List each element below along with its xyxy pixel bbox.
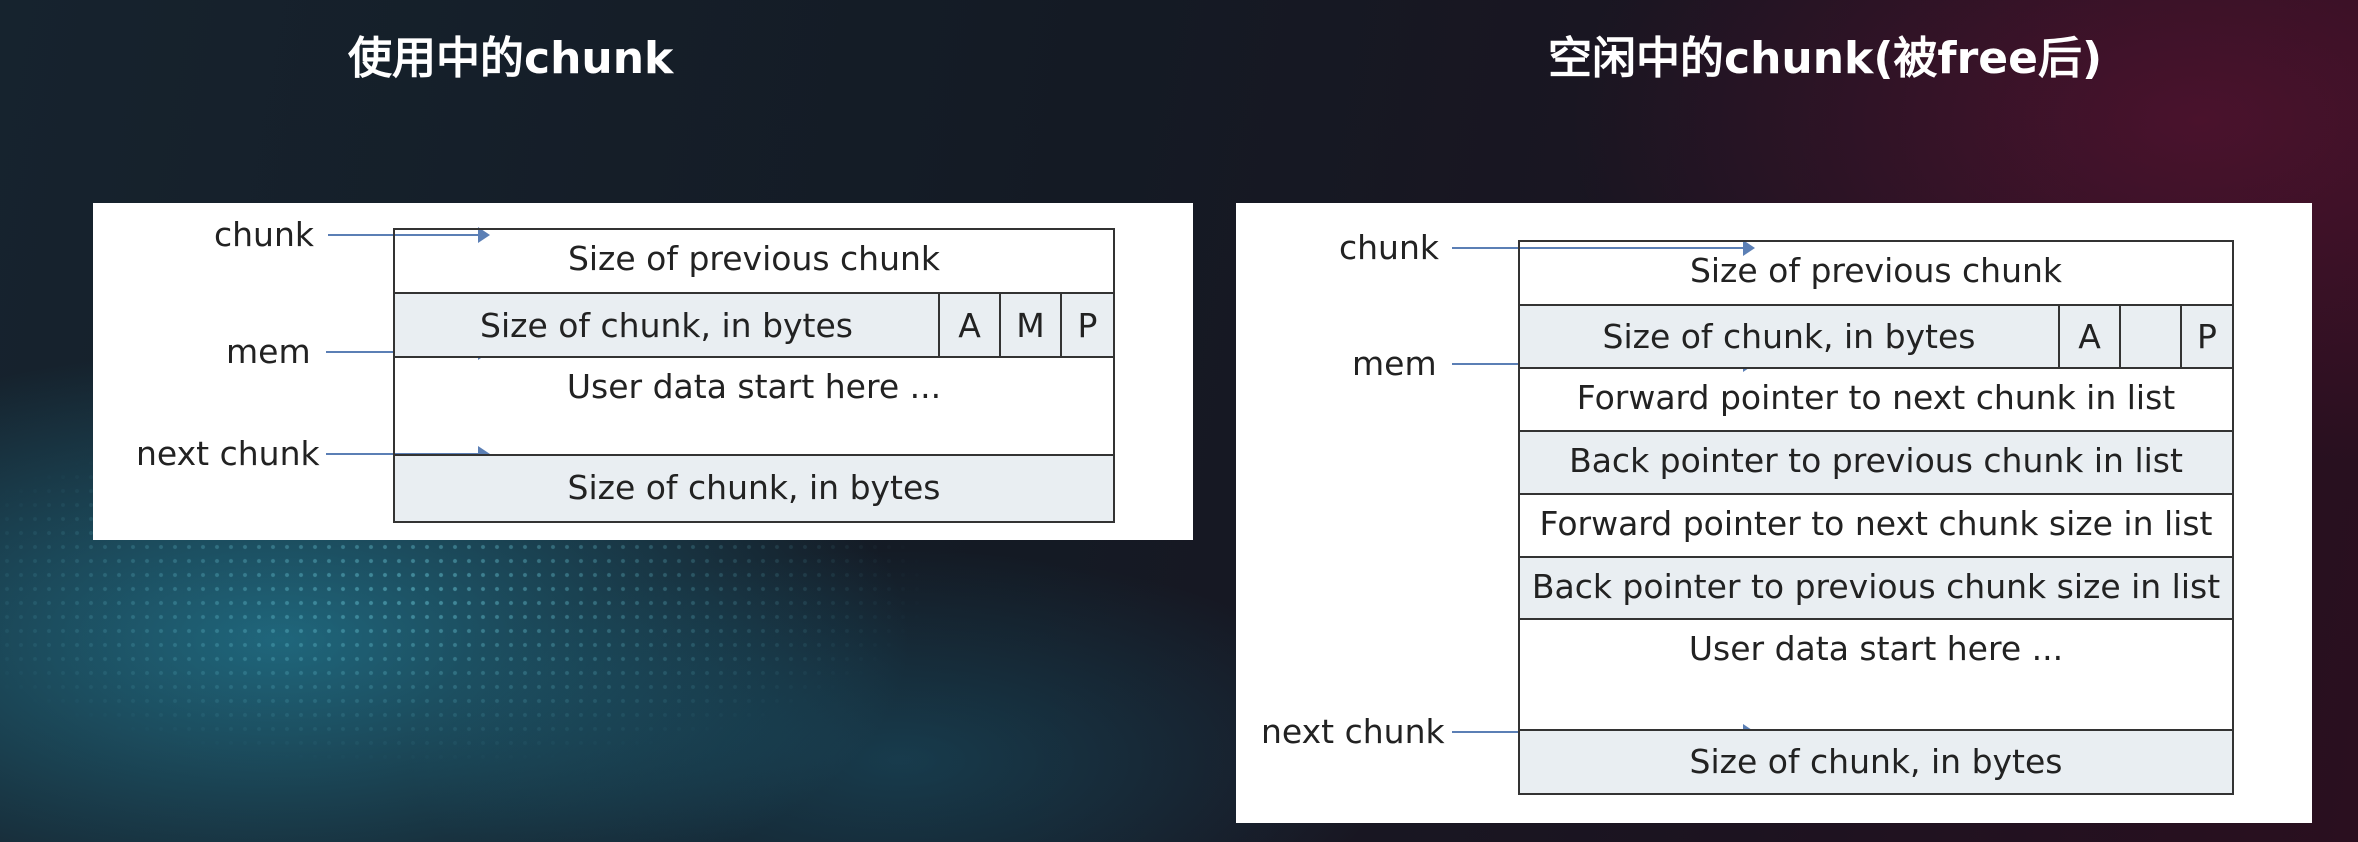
chunk-structure: Size of previous chunk Size of chunk, in… bbox=[1518, 240, 2234, 795]
chunk-structure: Size of previous chunk Size of chunk, in… bbox=[393, 228, 1115, 523]
flag-empty-cell bbox=[2119, 306, 2180, 367]
in-use-chunk-diagram: chunk mem next chunk Size of previous ch… bbox=[93, 203, 1193, 540]
flag-a-cell: A bbox=[938, 294, 999, 356]
size-cell: Size of chunk, in bytes bbox=[1602, 317, 1976, 356]
user-data-row: User data start here ... bbox=[1520, 620, 2232, 731]
bk-nextsize-text: Back pointer to previous chunk size in l… bbox=[1531, 567, 2221, 606]
flag-a-cell: A bbox=[2058, 306, 2119, 367]
user-data-text: User data start here ... bbox=[1688, 629, 2064, 668]
chunk-pointer-label: chunk bbox=[1339, 228, 1439, 267]
flag-m-cell: M bbox=[999, 294, 1060, 356]
mem-pointer-label: mem bbox=[226, 332, 311, 371]
user-data-row: User data start here ... bbox=[395, 358, 1113, 456]
fd-row: Forward pointer to next chunk in list bbox=[1520, 369, 2232, 432]
prev-size-row: Size of previous chunk bbox=[395, 230, 1113, 294]
free-chunk-title: 空闲中的chunk(被free后) bbox=[1548, 33, 2103, 84]
next-chunk-pointer-label: next chunk bbox=[136, 434, 320, 473]
prev-size-text: Size of previous chunk bbox=[1689, 251, 2063, 290]
mem-pointer-label: mem bbox=[1352, 344, 1437, 383]
chunk-pointer-label: chunk bbox=[214, 215, 314, 254]
prev-size-row: Size of previous chunk bbox=[1520, 242, 2232, 306]
flag-p-cell: P bbox=[1060, 294, 1113, 356]
size-cell: Size of chunk, in bytes bbox=[480, 305, 853, 345]
chunk-pointer-arrow bbox=[328, 227, 490, 243]
in-use-chunk-title: 使用中的chunk bbox=[348, 33, 674, 84]
bk-nextsize-row: Back pointer to previous chunk size in l… bbox=[1520, 558, 2232, 620]
flag-p-cell: P bbox=[2180, 306, 2232, 367]
next-chunk-pointer-label: next chunk bbox=[1261, 712, 1445, 751]
next-size-row: Size of chunk, in bytes bbox=[395, 456, 1113, 521]
fd-nextsize-text: Forward pointer to next chunk size in li… bbox=[1539, 504, 2213, 543]
user-data-text: User data start here ... bbox=[566, 367, 942, 406]
fd-text: Forward pointer to next chunk in list bbox=[1576, 378, 2176, 417]
size-row: Size of chunk, in bytes A M P bbox=[395, 294, 1113, 358]
next-size-text: Size of chunk, in bytes bbox=[567, 468, 941, 507]
size-row: Size of chunk, in bytes A P bbox=[1520, 306, 2232, 369]
prev-size-text: Size of previous chunk bbox=[567, 239, 941, 278]
next-size-row: Size of chunk, in bytes bbox=[1520, 731, 2232, 793]
next-size-text: Size of chunk, in bytes bbox=[1689, 742, 2063, 781]
fd-nextsize-row: Forward pointer to next chunk size in li… bbox=[1520, 495, 2232, 558]
chunk-pointer-arrow bbox=[1452, 240, 1755, 256]
free-chunk-diagram: chunk mem next chunk Size of previous ch… bbox=[1236, 203, 2312, 823]
bk-text: Back pointer to previous chunk in list bbox=[1569, 441, 2183, 480]
bk-row: Back pointer to previous chunk in list bbox=[1520, 432, 2232, 495]
